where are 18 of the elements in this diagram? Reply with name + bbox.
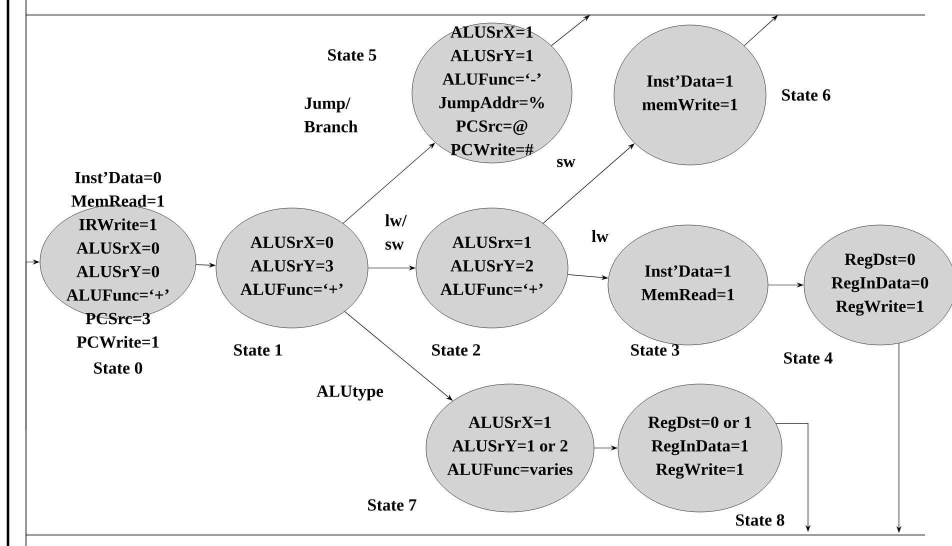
state-label: State 0 — [94, 362, 142, 374]
edge-label: lw/ sw — [385, 214, 407, 250]
arrow — [551, 15, 590, 46]
state-label: State 7 — [368, 499, 416, 511]
edge-label: ALUtype — [316, 386, 384, 400]
state-label: State 2 — [432, 344, 480, 356]
edge-label: lw — [592, 230, 608, 242]
edge-label: Jump/ Branch — [304, 98, 358, 132]
state-label: State 5 — [328, 49, 376, 61]
state-label: State 3 — [631, 344, 680, 356]
node-label: PCWrite=1 — [76, 336, 159, 348]
state-label: State 6 — [782, 89, 830, 101]
arrow — [744, 15, 778, 46]
state-label: State 4 — [784, 352, 832, 364]
node-label: MemRead=1 — [71, 194, 164, 207]
state-label: State 1 — [234, 344, 282, 356]
state-label: State 8 — [736, 514, 784, 526]
node-label: Inst’Data=0 — [75, 172, 161, 184]
